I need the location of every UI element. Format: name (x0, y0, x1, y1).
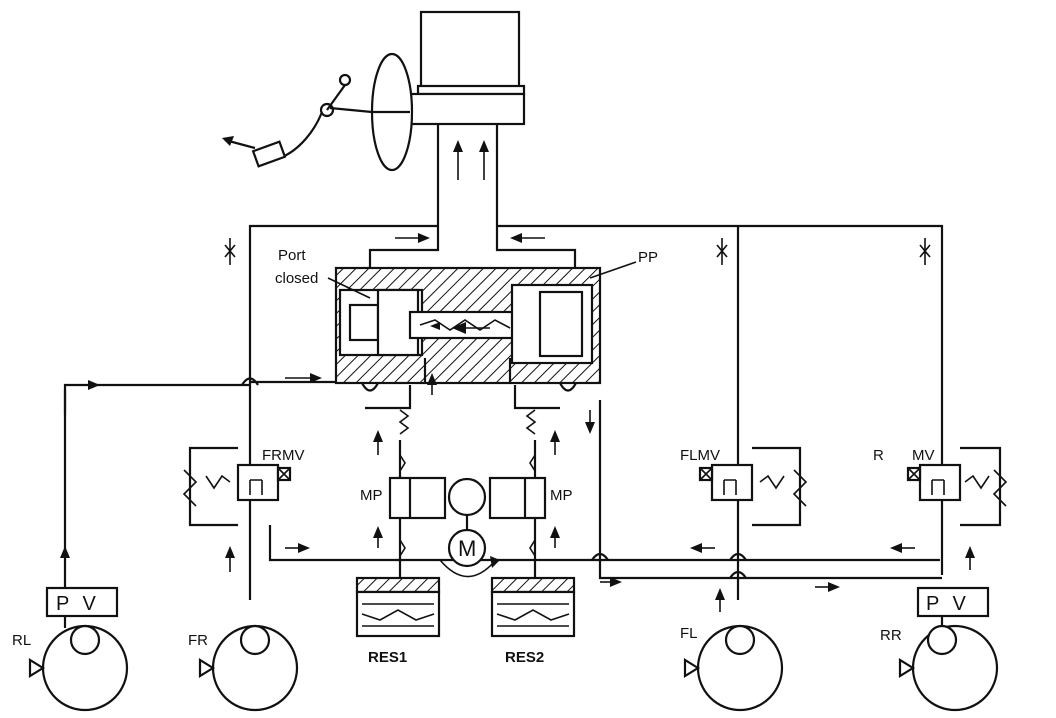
label-frmv: FRMV (262, 447, 305, 464)
label-wheel-rl: RL (12, 632, 31, 649)
port-closed-leader (327, 277, 371, 299)
label-port: Port (278, 247, 306, 264)
pp-flow-arrows (285, 233, 545, 383)
label-wheel-fr: FR (188, 632, 208, 649)
rrmv-valve (906, 446, 1008, 527)
label-wheel-rr: RR (880, 627, 902, 644)
wheel-fr (198, 624, 299, 712)
pressure-modulator (334, 266, 602, 392)
label-mv: MV (912, 447, 935, 464)
brake-pedal (222, 73, 352, 168)
brake-booster (329, 52, 414, 172)
horizontal-flow-arrows (75, 380, 915, 592)
crossover-arches (241, 377, 747, 579)
pp-leader (589, 261, 637, 279)
wheel-rr (898, 624, 999, 712)
label-closed: closed (275, 270, 318, 287)
reservoir-res1 (355, 576, 441, 638)
label-wheel-fl: FL (680, 625, 698, 642)
master-cylinder (408, 10, 526, 226)
reservoir-res2 (490, 576, 576, 638)
label-pv-right: P V (926, 593, 970, 615)
vertical-flow-arrows (60, 373, 975, 612)
label-pp: PP (638, 249, 658, 266)
pump-motor (439, 477, 500, 578)
label-res1: RES1 (368, 649, 407, 666)
frmv-valve (182, 446, 292, 527)
pump-left (388, 409, 447, 578)
wheel-fl (683, 624, 784, 712)
pv-right-box (916, 586, 990, 628)
flmv-valve (698, 446, 808, 527)
label-res2: RES2 (505, 649, 544, 666)
pv-left-box (45, 586, 119, 628)
label-flmv: FLMV (680, 447, 720, 464)
flow-arrows-master (453, 140, 489, 180)
label-motor: M (458, 536, 476, 561)
wheel-rl (28, 624, 129, 712)
label-r: R (873, 447, 884, 464)
pump-right (488, 409, 547, 578)
label-pv-left: P V (56, 593, 100, 615)
isolation-markers (224, 238, 931, 265)
label-mp-right: MP (550, 487, 573, 504)
label-mp-left: MP (360, 487, 383, 504)
